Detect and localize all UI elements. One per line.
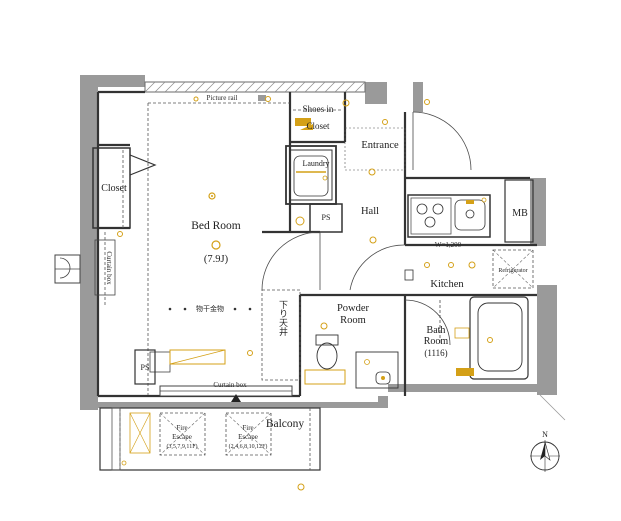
fire-escape-1: Fire Escape (3,5,7,9,11F)	[159, 412, 206, 456]
entrance-label: Entrance	[361, 140, 399, 151]
bath-label-2: Room	[424, 336, 449, 347]
kitchen-fixtures	[404, 261, 476, 281]
bedroom-label: Bed Room	[191, 220, 241, 232]
picture-rail-label: Picture rail	[207, 94, 238, 102]
balcony: Balcony	[99, 394, 321, 491]
bottom-window: Curtain box	[149, 349, 293, 397]
bath-size-label: (1116)	[424, 348, 447, 358]
left-window: Curtain box	[54, 232, 116, 305]
mb-label: MB	[512, 208, 528, 219]
shoes-in-label: Shoes in	[303, 104, 334, 114]
powder-room: Powder Room	[304, 303, 399, 389]
mb-box	[504, 179, 534, 243]
fire-escape-2-floors: (2,4,6,8,10,12F)	[229, 443, 268, 450]
top-wall-band	[144, 81, 366, 93]
fire-escape-2-title: Fire	[242, 424, 253, 432]
bedroom-size: (7.9J)	[204, 254, 229, 265]
fire-escape-1-floors: (3,5,7,9,11F)	[166, 443, 197, 450]
laundry: Laundry	[289, 149, 333, 201]
kitchen-counter: W=1,200	[407, 194, 491, 249]
fire-escape-1-sub: Escape	[172, 433, 192, 441]
refrigerator-label: Refrigerator	[498, 267, 527, 274]
refrigerator-space: Refrigerator	[492, 249, 534, 289]
bath-room: Bath Room (1116)	[404, 296, 529, 380]
closet-left-label: Closet	[101, 183, 127, 194]
laundry-label: Laundry	[302, 159, 329, 168]
shoes-closet-label: Closet	[306, 121, 330, 131]
balcony-label: Balcony	[266, 418, 305, 430]
lowered-ceiling: 下り天井	[261, 289, 301, 381]
drying-hardware-dots	[168, 307, 252, 311]
hall-light-icon	[369, 236, 377, 244]
kitchen-label: Kitchen	[430, 279, 464, 290]
powder-label-2: Room	[340, 315, 366, 326]
fire-escape-2: Fire Escape (2,4,6,8,10,12F)	[225, 412, 272, 456]
balcony-yellow-box	[129, 412, 151, 454]
north-label: N	[542, 430, 548, 439]
hall-label: Hall	[361, 206, 379, 217]
bedroom-fixtures	[117, 96, 305, 356]
fire-escape-2-sub: Escape	[238, 433, 258, 441]
bath-label-1: Bath	[427, 325, 446, 336]
hall-door	[349, 244, 406, 291]
lowered-ceiling-label: 下り天井	[278, 300, 288, 337]
kitchen-width-label: W=1,200	[435, 241, 462, 249]
shoes-closet: Shoes in Closet	[293, 99, 350, 131]
bedroom-door	[261, 231, 321, 291]
drying-hardware-label: 物干金物	[196, 304, 224, 313]
north-arrow-icon: N	[530, 430, 560, 472]
powder-label-1: Powder	[337, 303, 370, 314]
curtain-box-side-label: Curtain box	[105, 251, 113, 285]
ps-box-left	[134, 349, 156, 385]
curtain-box-bottom-label: Curtain box	[213, 381, 247, 389]
picture-rail: Picture rail	[147, 94, 290, 395]
ps-center-label: PS	[322, 213, 331, 222]
entrance-area: Entrance	[344, 99, 472, 176]
fire-escape-1-title: Fire	[176, 424, 187, 432]
ps-left-label: PS	[141, 363, 150, 372]
left-closet: Closet	[92, 147, 157, 229]
